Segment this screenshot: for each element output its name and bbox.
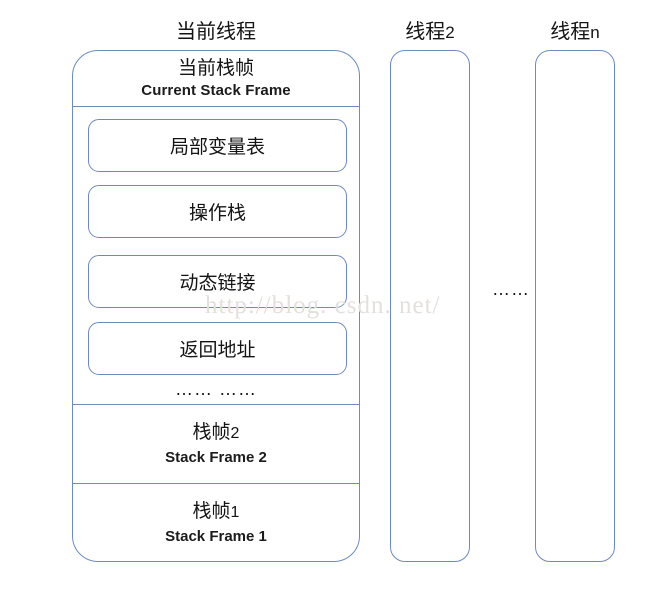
threads-ellipsis: …… — [492, 279, 530, 299]
stack-frame-2-index: 2 — [230, 424, 240, 442]
thread-n-title-text: 线程 — [550, 21, 591, 43]
stack-frame-1-title-cn: 栈帧1 — [193, 500, 240, 525]
thread-n-title: 线程n — [535, 20, 615, 45]
operand-stack-label: 操作栈 — [188, 203, 246, 224]
current-thread-stack: 当前栈帧 Current Stack Frame 局部变量表 操作栈 动态链接 … — [72, 50, 360, 562]
local-variable-table-box: 局部变量表 — [88, 119, 347, 172]
dynamic-linking-box: 动态链接 — [88, 255, 347, 308]
thread-2-title-text: 线程 — [405, 21, 446, 43]
frame-components-ellipsis: …… …… — [174, 379, 257, 399]
stack-frame-1-title-en: Stack Frame 1 — [165, 528, 267, 545]
thread-n-stack — [535, 50, 615, 562]
current-stack-frame-title-cn: 当前栈帧 — [177, 58, 254, 79]
current-thread-title: 当前线程 — [72, 20, 360, 44]
current-stack-frame-title-en: Current Stack Frame — [141, 82, 291, 99]
return-address-label: 返回地址 — [179, 340, 256, 361]
stack-frame-2-title-cn: 栈帧2 — [193, 421, 240, 446]
stack-frame-1-title-cn-text: 栈帧 — [192, 501, 231, 522]
thread-2-index: 2 — [445, 23, 455, 42]
stack-frame-2-title-en: Stack Frame 2 — [165, 448, 267, 466]
stack-frame-2-section: 栈帧2 Stack Frame 2 — [73, 405, 359, 484]
thread-2-title: 线程2 — [390, 20, 470, 45]
dynamic-linking-label: 动态链接 — [179, 273, 256, 294]
stack-frame-2-title-cn-text: 栈帧 — [192, 421, 231, 443]
current-thread-title-label: 当前线程 — [176, 21, 256, 43]
thread-n-index: n — [590, 23, 600, 42]
return-address-box: 返回地址 — [88, 322, 347, 375]
stack-frame-1-index: 1 — [230, 504, 240, 521]
current-stack-frame-header: 当前栈帧 Current Stack Frame — [73, 51, 359, 107]
current-stack-frame-body: 局部变量表 操作栈 动态链接 返回地址 …… …… — [73, 107, 359, 405]
thread-2-stack — [390, 50, 470, 562]
stack-frame-1-section: 栈帧1 Stack Frame 1 — [73, 484, 359, 563]
operand-stack-box: 操作栈 — [88, 185, 347, 238]
local-variable-table-label: 局部变量表 — [169, 137, 265, 158]
